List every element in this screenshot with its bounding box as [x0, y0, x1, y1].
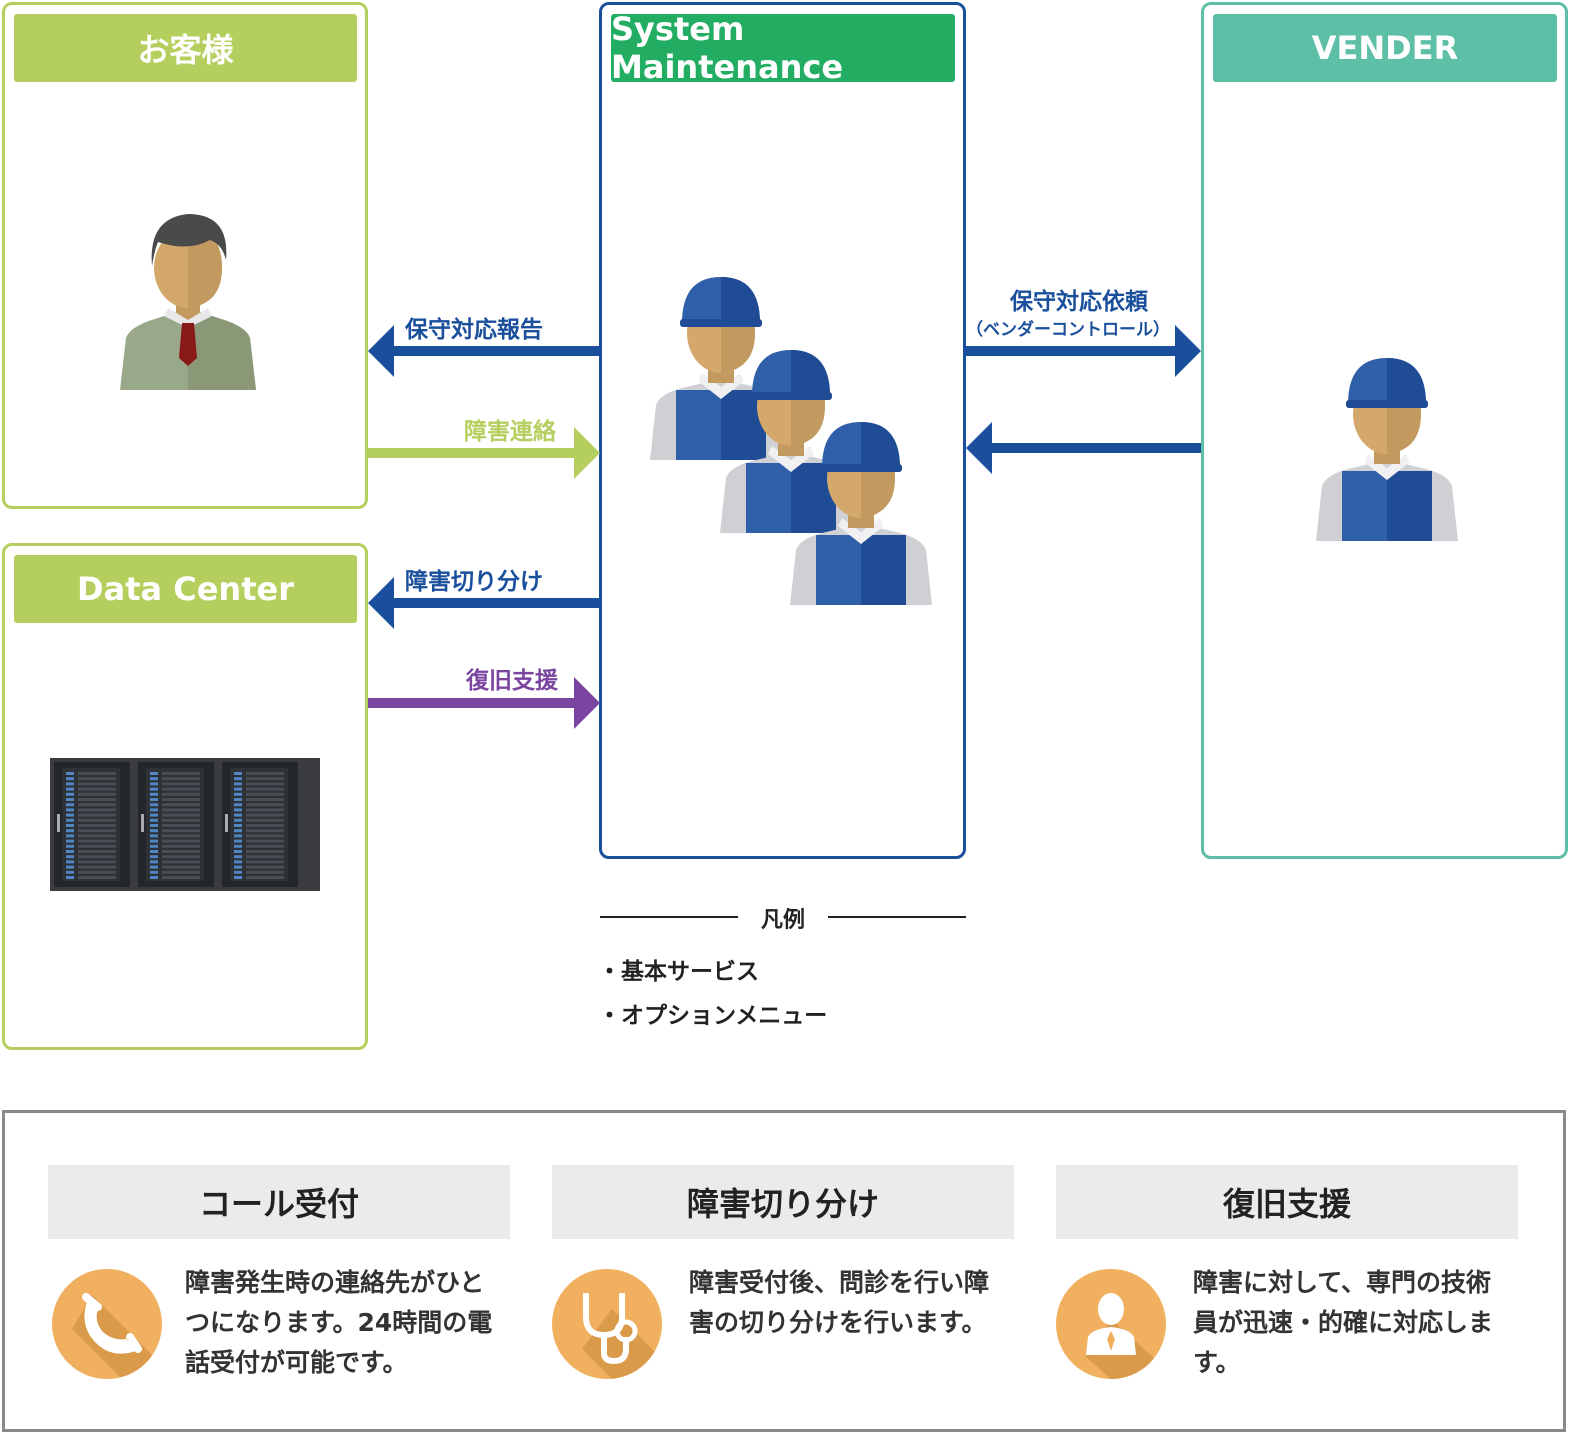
- maintenance-header: System Maintenance: [611, 10, 955, 86]
- feature-line: す。: [1193, 1348, 1241, 1377]
- datacenter-panel: Data Center: [2, 543, 368, 1050]
- arrow-request-label: 保守対応依頼: [1010, 289, 1148, 315]
- feature-line: 障害発生時の連絡先がひと: [185, 1268, 485, 1297]
- legend-option: ・オプションメニュー: [598, 1003, 828, 1029]
- customer-panel: お客様: [2, 2, 368, 509]
- arrow-recovery-label: 復旧支援: [466, 668, 558, 694]
- feature-line: 害の切り分けを行います。: [689, 1308, 987, 1337]
- arrow-contact-right: [368, 427, 600, 479]
- arrow-isolation-label: 障害切り分け: [405, 569, 543, 595]
- arrow-return-left: [966, 422, 1201, 474]
- legend-title: 凡例: [760, 908, 805, 933]
- phone-icon: [52, 1269, 162, 1379]
- stethoscope-icon: [552, 1269, 662, 1379]
- arrow-request-sublabel: （ベンダーコントロール）: [966, 320, 1170, 340]
- arrow-report-left: [368, 325, 600, 377]
- arrow-contact-label: 障害連絡: [464, 419, 556, 445]
- legend-basic: ・基本サービス: [598, 959, 759, 985]
- engineer-icon: [1056, 1269, 1166, 1379]
- vendor-header: VENDER: [1213, 14, 1557, 82]
- feature-title-isolation: 障害切り分け: [552, 1165, 1014, 1239]
- arrow-recovery-right: [368, 677, 600, 729]
- arrow-isolation-left: [368, 577, 600, 629]
- feature-line: つになります。24時間の電: [185, 1308, 493, 1337]
- customer-person-icon: [120, 214, 256, 390]
- feature-text-recovery: 障害に対して、専門の技術 員が迅速・的確に対応しま す。: [1193, 1263, 1533, 1383]
- feature-title-call: コール受付: [48, 1165, 510, 1239]
- server-rack-icon: [50, 758, 320, 891]
- feature-line: 障害受付後、問診を行い障: [689, 1268, 990, 1297]
- feature-line: 員が迅速・的確に対応しま: [1193, 1308, 1494, 1337]
- feature-text-call: 障害発生時の連絡先がひと つになります。24時間の電 話受付が可能です。: [185, 1263, 515, 1383]
- arrow-request-right: [966, 325, 1201, 377]
- maintenance-worker-icon-3: [790, 422, 932, 605]
- feature-title-recovery: 復旧支援: [1056, 1165, 1518, 1239]
- vendor-worker-icon: [1316, 358, 1458, 541]
- arrow-report-label: 保守対応報告: [405, 317, 543, 343]
- feature-line: 話受付が可能です。: [185, 1348, 408, 1377]
- legend-line-left: [600, 916, 738, 918]
- feature-line: 障害に対して、専門の技術: [1193, 1268, 1492, 1297]
- legend-line-right: [828, 916, 966, 918]
- datacenter-header: Data Center: [14, 555, 357, 623]
- maintenance-worker-icon-2: [720, 350, 862, 533]
- features-box: コール受付 障害発生時の連絡先がひと つになります。24時間の電 話受付が可能で…: [2, 1110, 1566, 1432]
- feature-text-isolation: 障害受付後、問診を行い障 害の切り分けを行います。: [689, 1263, 1019, 1343]
- customer-header: お客様: [14, 14, 357, 82]
